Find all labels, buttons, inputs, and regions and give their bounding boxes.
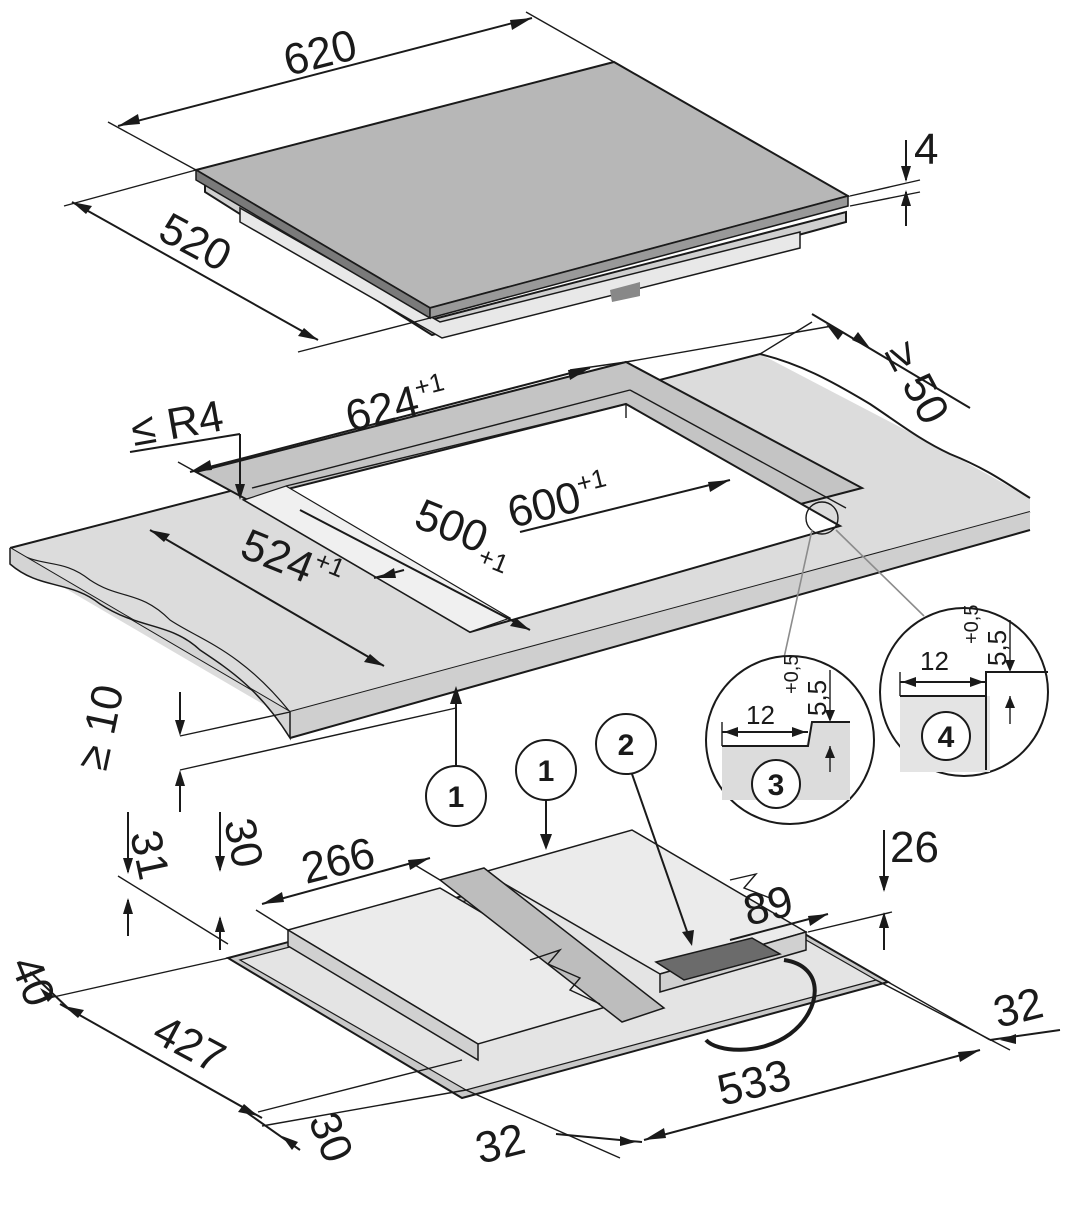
callout-2-number: 2 <box>618 729 635 762</box>
depth-427-label: 427 <box>145 1006 233 1084</box>
detail-4-width: 12 <box>920 646 949 676</box>
detail-3-width: 12 <box>746 700 775 730</box>
detail-4-number: 4 <box>938 721 955 754</box>
corner-radius-label: ≤ R4 <box>127 392 227 456</box>
dim-40: 40 <box>1 949 229 1013</box>
height-26-label: 26 <box>890 823 939 872</box>
detail-3-depth-tol: +0,5 <box>781 655 803 694</box>
dim-89: 89 <box>729 876 829 941</box>
front-clearance-label: ≥ 10 <box>68 680 134 774</box>
offset-30-bottom-label: 30 <box>299 1105 363 1169</box>
dim-32-bottom: 32 <box>465 1089 643 1174</box>
hob-width-label: 620 <box>279 20 362 85</box>
detail-4: 12 5,5 +0,5 4 <box>879 605 1049 777</box>
dim-26: 26 <box>807 823 939 950</box>
callout-1b: 1 <box>515 739 577 850</box>
detail-4-depth: 5,5 <box>982 630 1012 666</box>
underside-view <box>225 829 891 1100</box>
detail-3-number: 3 <box>768 769 785 802</box>
offset-32-right-label: 32 <box>989 978 1048 1037</box>
width-533-label: 533 <box>713 1050 796 1115</box>
dim-30-top: 30 <box>214 812 272 950</box>
dim-600: 600+1 <box>503 462 731 538</box>
hob-depth-label: 520 <box>151 204 239 282</box>
dim-620: 620 <box>107 11 615 171</box>
dim-31: 31 <box>117 812 229 945</box>
height-30-label: 30 <box>214 814 272 872</box>
cutout-outer-width-tol: +1 <box>411 366 447 402</box>
callout-1a: 1 <box>425 686 487 827</box>
offset-32-bottom-label: 32 <box>471 1114 530 1173</box>
dim-4: 4 <box>849 125 938 226</box>
dim-30-bottom: 30 <box>245 1089 467 1169</box>
height-31-label: 31 <box>120 826 178 884</box>
offset-40-label: 40 <box>1 949 65 1013</box>
callout-1a-number: 1 <box>448 781 465 814</box>
detail-3: 12 5,5 +0,5 3 <box>705 655 875 825</box>
detail-3-depth: 5,5 <box>802 680 832 716</box>
callout-2: 2 <box>595 713 694 946</box>
glass-thickness-label: 4 <box>914 125 938 174</box>
width-266-label: 266 <box>297 828 380 893</box>
hob-unit <box>193 60 851 339</box>
detail-4-depth-tol: +0,5 <box>961 605 983 644</box>
width-89-label: 89 <box>739 876 798 935</box>
rear-clearance-label: ≥ 50 <box>875 334 958 432</box>
callout-1b-number: 1 <box>538 755 555 788</box>
cutout-inner-width-tol: +1 <box>573 462 609 498</box>
dim-32-right: 32 <box>875 978 1061 1051</box>
